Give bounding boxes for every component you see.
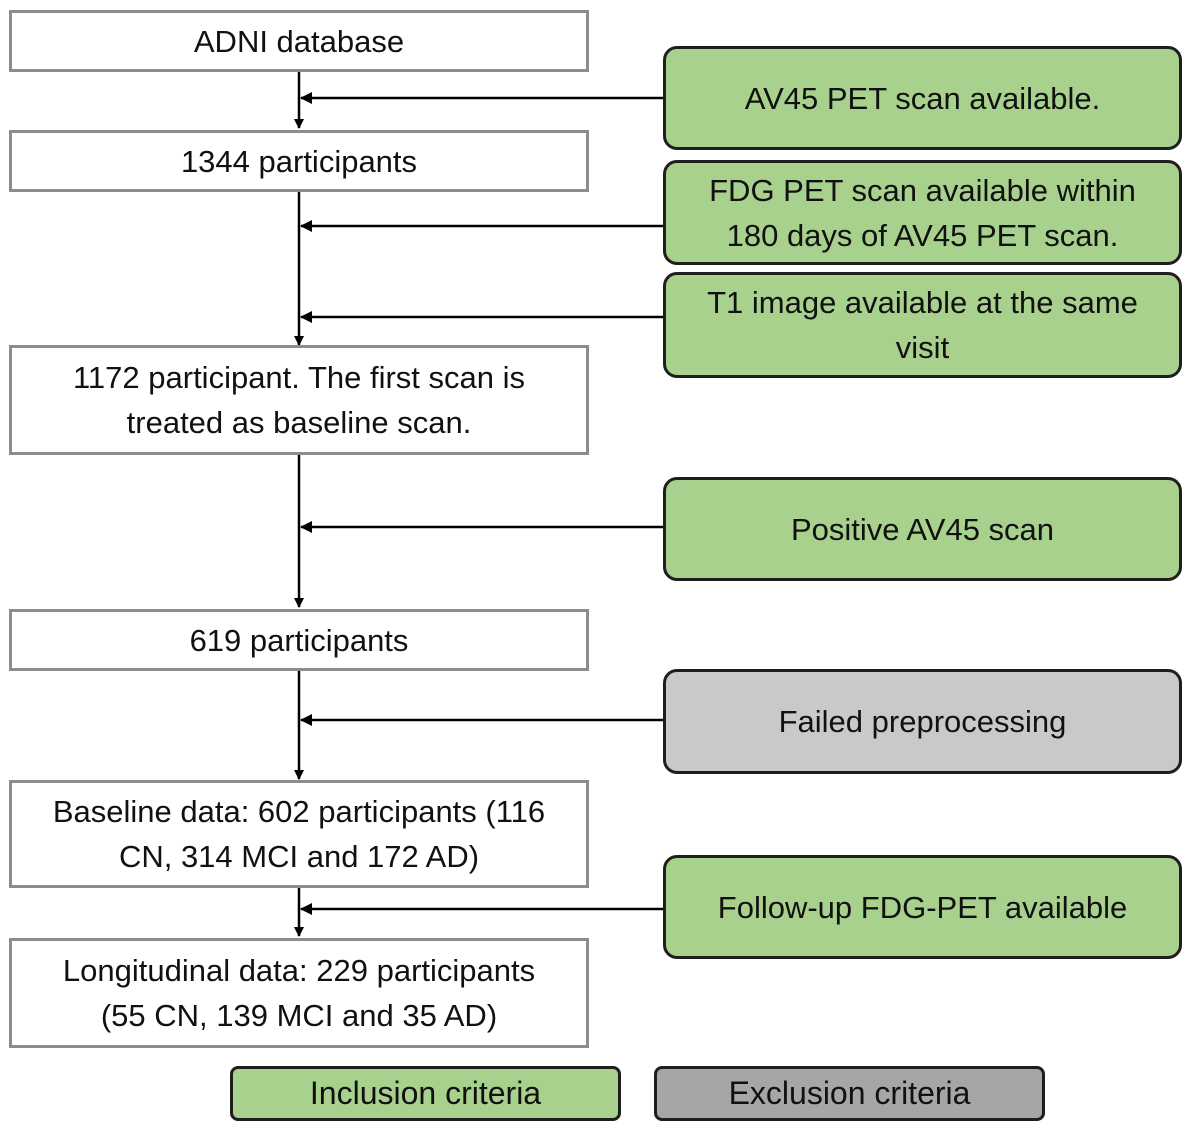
criterion-text-line-2: 180 days of AV45 PET scan. [726,217,1119,253]
box-1344-participants: 1344 participants [9,130,589,192]
legend-exclusion-label: Exclusion criteria [728,1075,971,1111]
criterion-text: Failed preprocessing [778,704,1067,739]
criterion-text: Follow-up FDG-PET available [717,889,1128,925]
criterion-av45-available: AV45 PET scan available. [663,46,1182,150]
criterion-text: Positive AV45 scan [790,511,1055,547]
box-adni-database: ADNI database [9,10,589,72]
box-text-line-2: treated as baseline scan. [126,405,472,440]
box-1172-participants: 1172 participant. The first scan is trea… [9,345,589,455]
criterion-failed-preprocessing: Failed preprocessing [663,669,1182,774]
box-text: ADNI database [193,23,405,59]
criterion-positive-av45: Positive AV45 scan [663,477,1182,581]
box-619-participants: 619 participants [9,609,589,671]
criterion-text: AV45 PET scan available. [744,80,1101,116]
box-baseline-data: Baseline data: 602 participants (116 CN,… [9,780,589,888]
box-text-line-2: CN, 314 MCI and 172 AD) [118,839,480,874]
legend-inclusion-criteria: Inclusion criteria [230,1066,621,1121]
criterion-t1-same-visit: T1 image available at the same visit [663,272,1182,378]
legend-exclusion-criteria: Exclusion criteria [654,1066,1045,1121]
box-text: 1344 participants [180,143,418,179]
box-longitudinal-data: Longitudinal data: 229 participants (55 … [9,938,589,1048]
criterion-follow-up-fdg: Follow-up FDG-PET available [663,855,1182,959]
criterion-text-line-1: FDG PET scan available within [709,172,1136,208]
box-text-line-1: Baseline data: 602 participants (116 [52,794,546,829]
box-text: 619 participants [189,622,409,658]
box-text-line-1: 1172 participant. The first scan is [72,360,526,395]
criterion-text-line-2: visit [895,330,950,365]
legend-inclusion-label: Inclusion criteria [309,1075,542,1111]
box-text-line-2: (55 CN, 139 MCI and 35 AD) [100,998,498,1033]
criterion-fdg-within-180-days: FDG PET scan available within 180 days o… [663,160,1182,265]
box-text-line-1: Longitudinal data: 229 participants [62,953,536,988]
criterion-text-line-1: T1 image available at the same [707,285,1138,320]
